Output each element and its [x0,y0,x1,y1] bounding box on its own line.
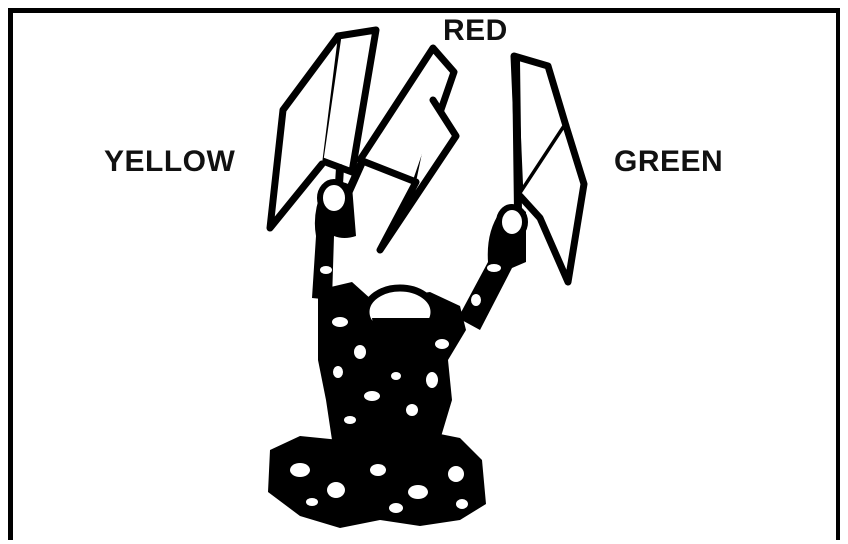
red-flag-label: RED [443,16,508,46]
green-flag-label: GREEN [614,147,723,177]
signal-person [268,182,526,528]
yellow-flag-label: YELLOW [104,147,235,177]
